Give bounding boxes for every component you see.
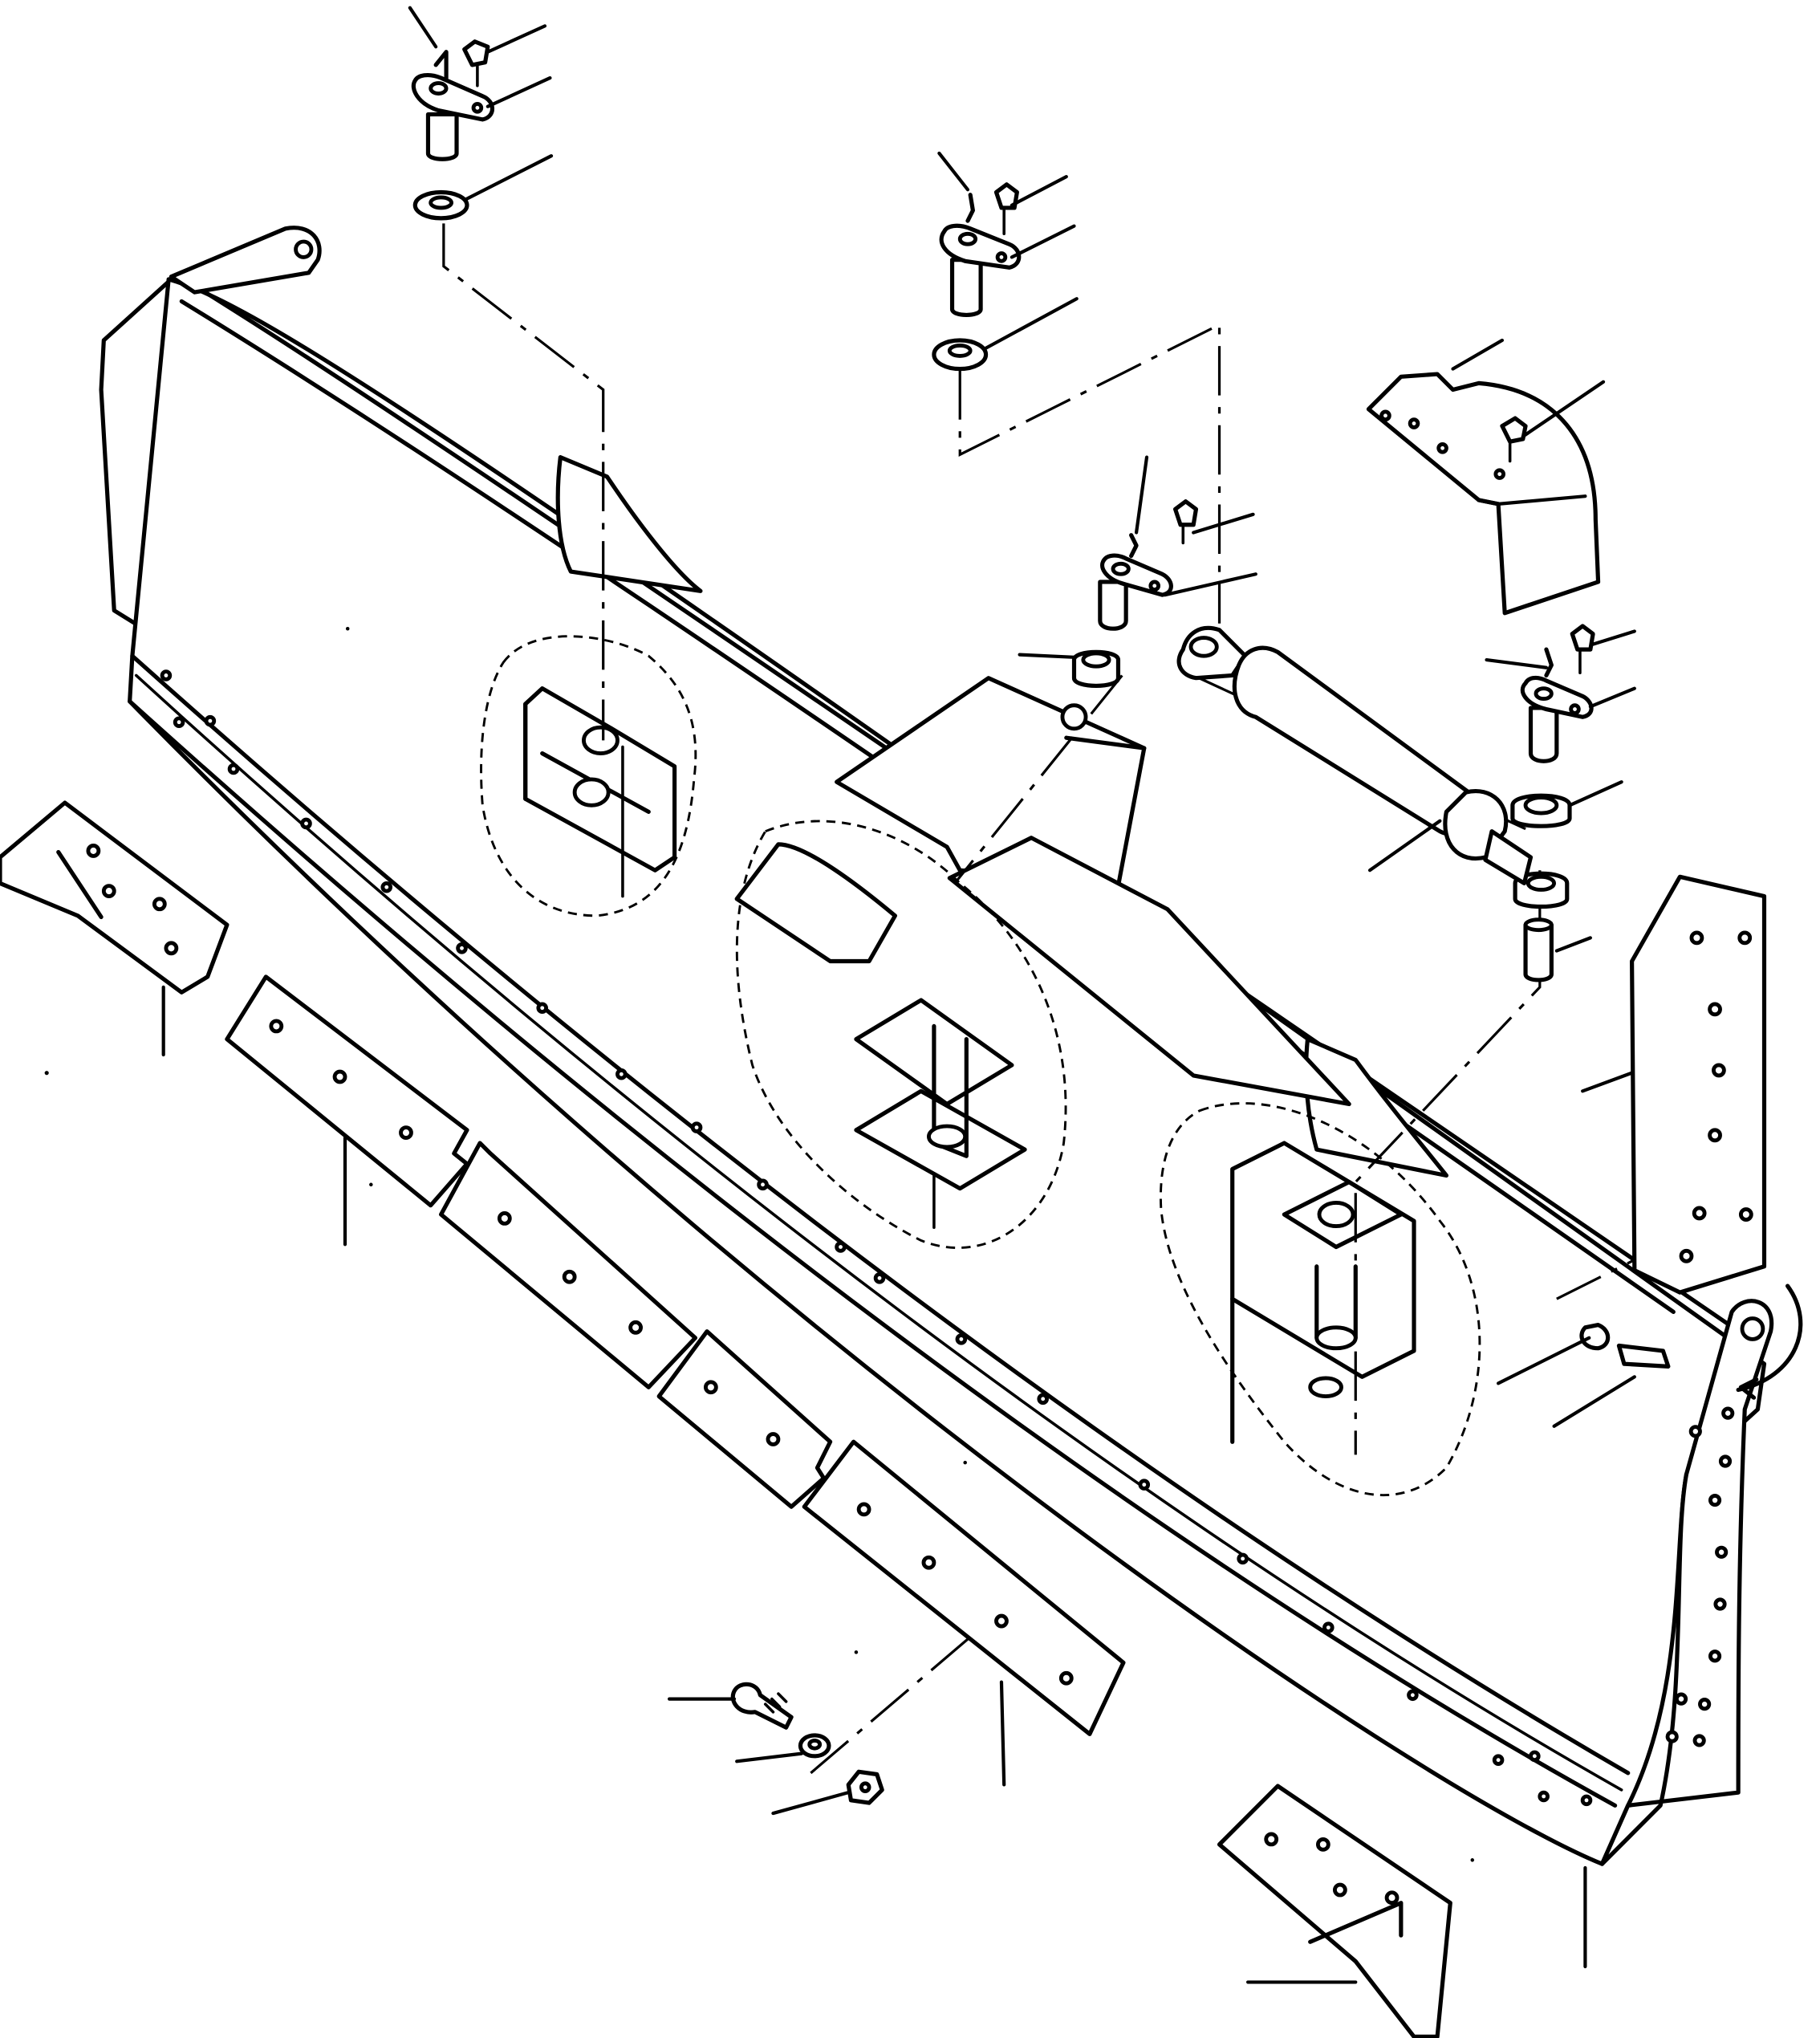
hex-nut [846,1769,884,1805]
plow-bolt [730,1682,794,1730]
cutting-edge-section-3 [656,1329,833,1509]
cutting-edge-section-2 [439,1141,698,1389]
pivot-pin-group-1 [411,39,495,221]
lock-washer [798,1733,831,1759]
cutaway-detail-left [480,635,697,917]
blade-moldboard [99,226,1774,1866]
pivot-pin-group-3 [1071,499,1199,688]
side-plate-right [1579,874,1803,1400]
cutaway-detail-center [734,820,1067,1249]
wear-guard-plate [1366,372,1601,616]
end-plate-holes [1665,1406,1735,1747]
lift-cylinder [1176,625,1534,885]
end-bit-left [0,800,230,995]
end-bit-right [1217,1784,1452,2038]
moldboard-bolt-holes [160,669,1593,1807]
assembly-center-lines [442,223,1713,1775]
cutting-edge-section-4 [802,1439,1126,1736]
cutting-edge-section-1 [225,974,469,1208]
callout-leaders [161,6,1636,1984]
pivot-pin-group-4 [1510,624,1595,982]
pivot-pin-group-2 [932,182,1022,372]
scan-specks [44,626,1475,1862]
